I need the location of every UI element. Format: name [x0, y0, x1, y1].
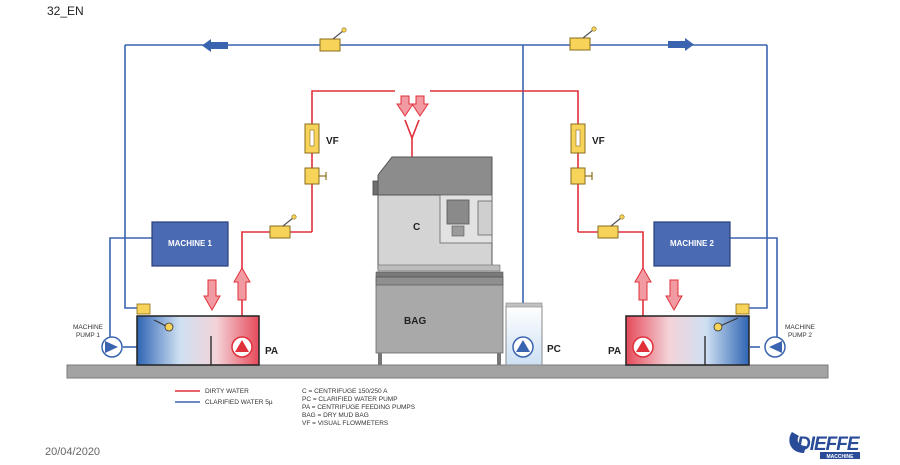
dieffe-logo: DIEFFE MACCHINE: [789, 432, 862, 460]
valve-top-left: [319, 27, 347, 52]
centrifuge-label: C: [413, 222, 420, 233]
logo-subtitle: MACCHINE: [827, 454, 855, 460]
machine-1: [151, 221, 229, 267]
machine-2-label: MACHINE 2: [670, 239, 715, 248]
machine-pump-2-line1: MACHINE: [785, 324, 816, 331]
flowmeter-left: [304, 123, 320, 154]
level-switch-right: [735, 303, 750, 315]
logo-wordmark: DIEFFE: [797, 434, 861, 455]
machine-pump-2-line2: PUMP 2: [788, 332, 812, 339]
float-valve-right-icon: [713, 322, 723, 332]
machine-pump-1-line2: PUMP 1: [76, 332, 100, 339]
abbr-vf: VF = VISUAL FLOWMETERS: [302, 420, 389, 427]
regulator-valve-left: [304, 167, 327, 185]
abbr-c: C = CENTRIFUGE 150/250 A: [302, 388, 388, 395]
valve-top-right: [569, 26, 597, 51]
pa-right-label: PA: [608, 346, 621, 357]
flowmeter-right: [570, 123, 586, 154]
centrifuge: [372, 156, 504, 278]
legend-clarified-label: CLARIFIED WATER 5µ: [205, 399, 273, 406]
feed-arrow-right: [411, 95, 429, 117]
clarified-water-lines: [109, 44, 778, 355]
pa-right-up-arrow: [634, 266, 652, 301]
feed-arrow-left: [396, 95, 414, 117]
abbr-bag: BAG = DRY MUD BAG: [302, 412, 369, 419]
vf-right-label: VF: [592, 136, 605, 147]
dry-mud-bag: [375, 276, 504, 365]
machine-2-drain-arrow: [665, 279, 683, 312]
machine-1-label: MACHINE 1: [168, 239, 213, 248]
footer-date: 20/04/2020: [45, 446, 100, 458]
machine-pump-1-line1: MACHINE: [73, 324, 104, 331]
valve-mid-right: [597, 214, 625, 239]
regulator-valve-right: [570, 167, 593, 185]
vf-left-label: VF: [326, 136, 339, 147]
floor: [66, 364, 829, 379]
machine-2: [653, 221, 731, 267]
level-switch-left: [136, 303, 151, 315]
machine-1-drain-arrow: [203, 279, 221, 312]
pc-label: PC: [547, 344, 561, 355]
float-valve-left-icon: [164, 322, 174, 332]
pa-left-up-arrow: [233, 266, 251, 301]
abbr-pc: PC = CLARIFIED WATER PUMP: [302, 396, 398, 403]
bag-label: BAG: [404, 316, 426, 327]
flow-arrow-right: [668, 38, 694, 51]
legend-dirty-label: DIRTY WATER: [205, 388, 249, 395]
valve-mid-left: [269, 214, 297, 239]
page-code: 32_EN: [47, 4, 84, 18]
pa-left-label: PA: [265, 346, 278, 357]
flow-arrow-left: [202, 39, 228, 52]
abbr-pa: PA = CENTRIFUGE FEEDING PUMPS: [302, 404, 416, 411]
